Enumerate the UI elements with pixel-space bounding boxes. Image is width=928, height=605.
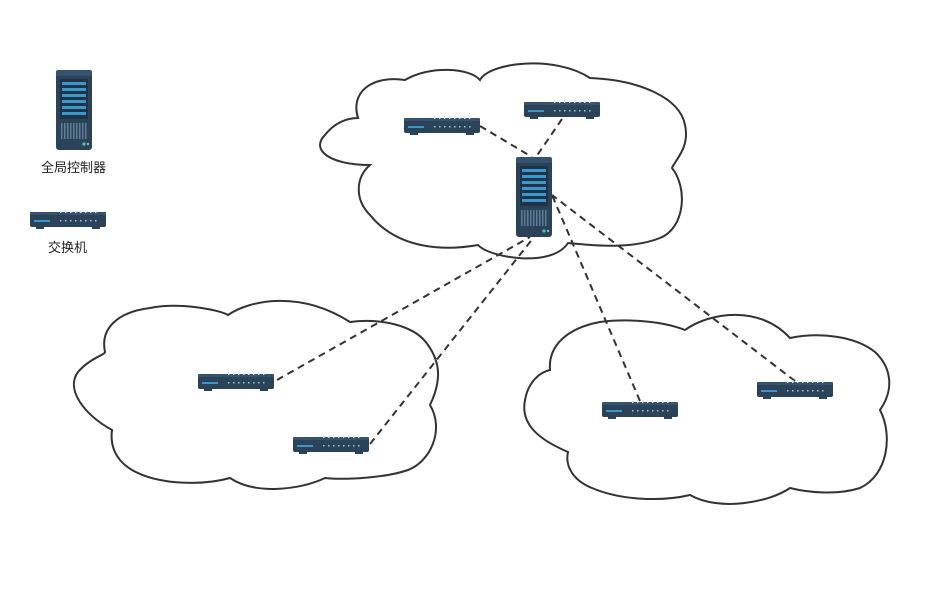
link-controller-switch-top-left: [479, 125, 533, 158]
legend-controller-server-icon: [56, 70, 92, 150]
switch-right-right-icon: [757, 380, 833, 399]
switch-top-right-icon: [524, 100, 600, 119]
global-controller-server-icon: [516, 157, 552, 237]
cloud-left: [72, 299, 440, 490]
legend-switch-label: 交换机: [48, 241, 88, 256]
link-controller-switch-right-right: [551, 194, 796, 382]
link-controller-switch-right-left: [551, 194, 641, 402]
switch-right-left-icon: [602, 400, 678, 419]
cloud-right: [523, 313, 891, 505]
switch-top-left-icon: [404, 116, 480, 135]
link-controller-switch-left-lower: [369, 236, 535, 445]
link-controller-switch-top-right: [535, 118, 563, 158]
link-controller-switch-left-upper: [276, 236, 531, 381]
switch-left-upper-icon: [198, 372, 274, 391]
legend-controller-label: 全局控制器: [41, 161, 107, 176]
cloud-top: [319, 62, 687, 260]
legend-switch-icon: [30, 210, 106, 229]
switch-left-lower-icon: [293, 435, 369, 454]
